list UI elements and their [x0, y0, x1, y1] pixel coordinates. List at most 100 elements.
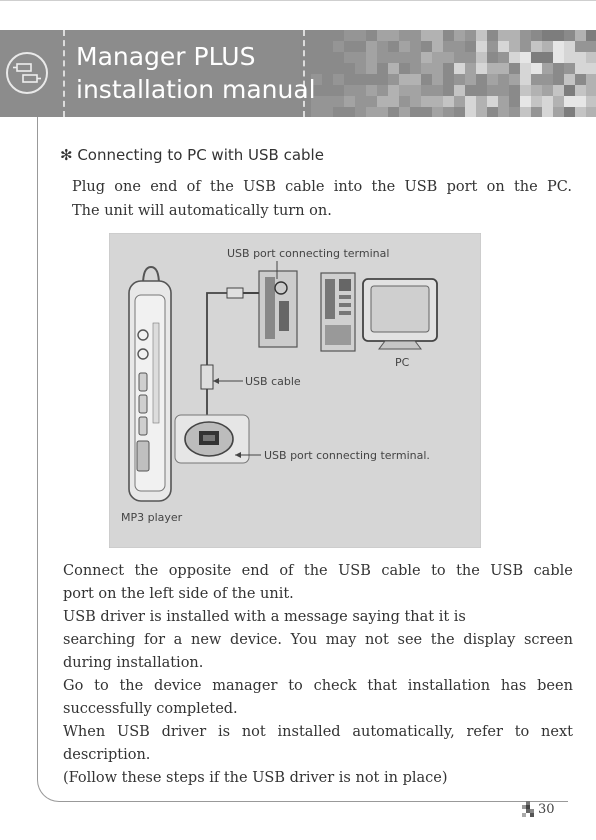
mosaic-tile: [586, 52, 596, 63]
mosaic-tile: [564, 85, 575, 96]
mosaic-tile: [575, 30, 586, 41]
mosaic-tile: [410, 85, 421, 96]
mosaic-tile: [344, 63, 355, 74]
mosaic-tile: [377, 107, 388, 117]
mosaic-tile: [553, 74, 564, 85]
body-word: USB: [116, 724, 150, 740]
page-number-text: 30: [538, 801, 555, 817]
mosaic-tile: [476, 30, 487, 41]
mosaic-tile: [322, 63, 333, 74]
mosaic-tile: [377, 74, 388, 85]
intro-word: one: [114, 179, 141, 195]
mosaic-tile: [465, 52, 476, 63]
mosaic-tile: [410, 74, 421, 85]
mosaic-tile: [344, 74, 355, 85]
mosaic-tile: [322, 41, 333, 52]
mosaic-tile: [311, 96, 322, 107]
label-usb-port-top: USB port connecting terminal: [227, 247, 389, 260]
section-heading: ✻ Connecting to PC with USB cable: [60, 146, 324, 164]
mosaic-tile: [520, 52, 531, 63]
title-line-1: Manager PLUS: [76, 42, 256, 71]
body-word: searching: [63, 632, 136, 648]
mosaic-tile: [498, 63, 509, 74]
mosaic-tile: [564, 96, 575, 107]
mosaic-tile: [311, 74, 322, 85]
mosaic-tile: [399, 74, 410, 85]
mosaic-tile: [454, 74, 465, 85]
mosaic-tile: [421, 41, 432, 52]
mosaic-tile: [531, 107, 542, 117]
header-divider-left: [63, 30, 65, 117]
mosaic-tile: [520, 41, 531, 52]
mosaic-tile: [443, 41, 454, 52]
intro-word: PC.: [547, 179, 572, 195]
mosaic-tile: [300, 30, 311, 41]
mosaic-tile: [487, 74, 498, 85]
header-mosaic: [300, 30, 596, 117]
body-word: been: [537, 678, 573, 694]
mosaic-tile: [520, 85, 531, 96]
mosaic-tile: [465, 74, 476, 85]
body-word: may: [325, 632, 357, 648]
mosaic-tile: [487, 85, 498, 96]
mosaic-tile: [443, 96, 454, 107]
mosaic-tile: [322, 30, 333, 41]
mosaic-tile: [531, 30, 542, 41]
mosaic-tile: [454, 41, 465, 52]
mosaic-tile: [344, 96, 355, 107]
mosaic-tile: [388, 52, 399, 63]
mosaic-tile: [487, 30, 498, 41]
mosaic-tile: [432, 107, 443, 117]
mosaic-tile: [311, 30, 322, 41]
mosaic-tile: [300, 96, 311, 107]
mosaic-tile: [322, 52, 333, 63]
mosaic-tile: [487, 63, 498, 74]
mosaic-tile: [333, 107, 344, 117]
mosaic-tile: [498, 96, 509, 107]
body-line: port on the left side of the unit.: [63, 586, 294, 602]
mosaic-tile: [333, 30, 344, 41]
mosaic-tile: [465, 63, 476, 74]
mosaic-tile: [355, 63, 366, 74]
mosaic-tile: [531, 96, 542, 107]
mosaic-tile: [542, 63, 553, 74]
body-word: display: [463, 632, 516, 648]
body-word: for: [143, 632, 166, 648]
mosaic-tile: [465, 30, 476, 41]
body-word: manager: [212, 678, 278, 694]
mosaic-tile: [542, 85, 553, 96]
body-word: cable: [533, 563, 573, 579]
body-line: description.: [63, 747, 151, 763]
mosaic-tile: [465, 41, 476, 52]
mosaic-tile: [509, 30, 520, 41]
mosaic-tile: [421, 52, 432, 63]
body-word: refer: [466, 724, 503, 740]
mosaic-tile: [344, 85, 355, 96]
mosaic-tile: [542, 107, 553, 117]
mosaic-tile: [498, 41, 509, 52]
mosaic-tile: [333, 85, 344, 96]
body-word: the: [456, 563, 480, 579]
mosaic-tile: [377, 63, 388, 74]
mosaic-tile: [575, 107, 586, 117]
mosaic-tile: [366, 30, 377, 41]
mosaic-tile: [421, 74, 432, 85]
mosaic-tile: [399, 96, 410, 107]
body-word: screen: [523, 632, 573, 648]
intro-word: USB: [243, 179, 276, 195]
mosaic-tile: [322, 96, 333, 107]
mosaic-tile: [311, 52, 322, 63]
mosaic-tile: [531, 63, 542, 74]
mosaic-tile: [300, 52, 311, 63]
body-word: the: [134, 563, 159, 579]
body-word: driver: [161, 724, 207, 740]
mosaic-tile: [553, 96, 564, 107]
mosaic-tile: [410, 52, 421, 63]
mosaic-tile: [575, 52, 586, 63]
page-number: 30: [520, 800, 555, 818]
mosaic-tile: [377, 41, 388, 52]
mosaic-tile: [410, 96, 421, 107]
